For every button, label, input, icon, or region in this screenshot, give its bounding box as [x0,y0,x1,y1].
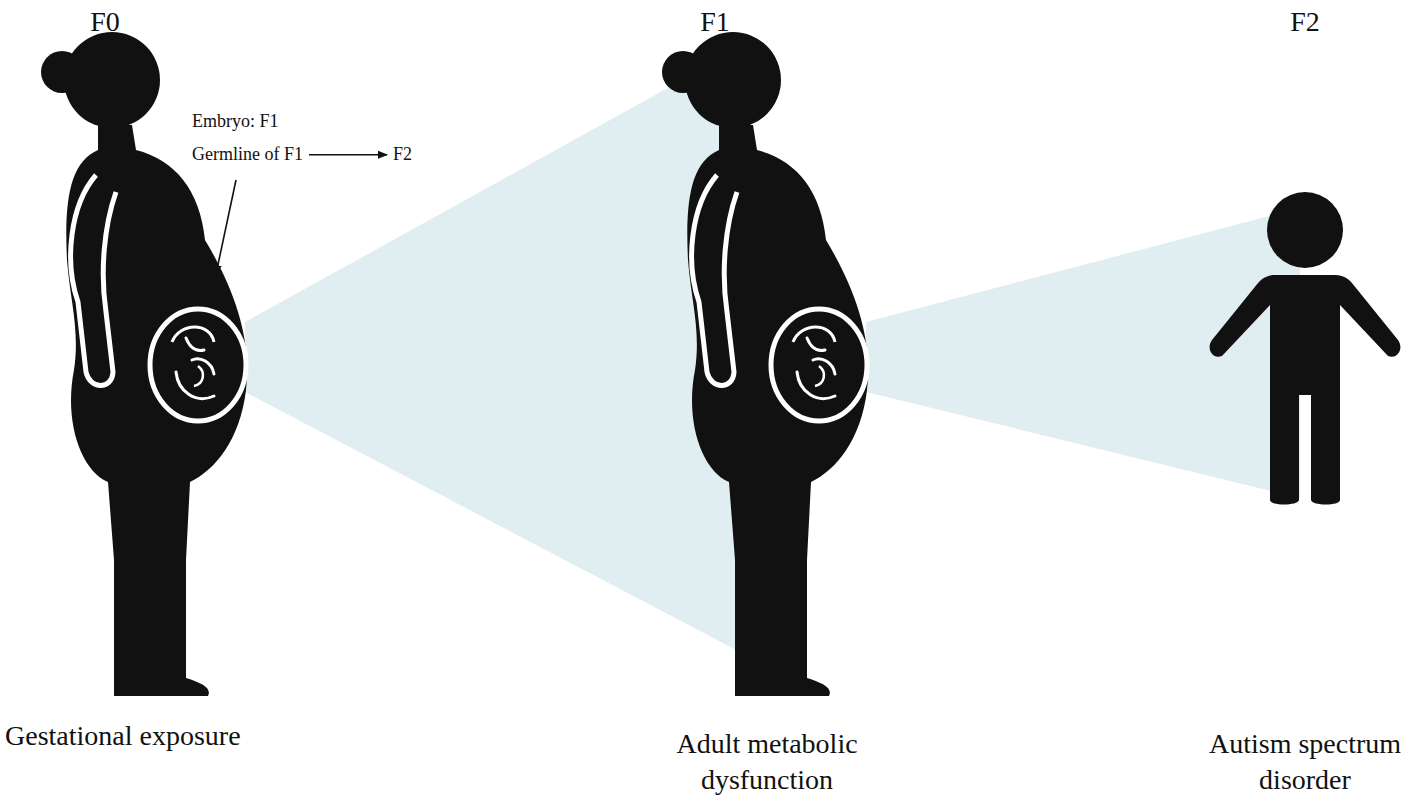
caption: Adult metabolic dysfunction [652,726,882,799]
projection-cone [245,48,740,652]
child-figure [1210,192,1401,505]
annotation: F2 [393,143,412,166]
generation-label: F2 [1245,4,1365,40]
projection-cone [866,208,1300,498]
generation-label: F1 [655,4,775,40]
pregnant-woman [41,32,247,696]
arrow [309,154,387,156]
pregnant-woman [662,32,868,696]
leader-arrow [216,180,236,274]
caption: Autism spectrum disorder [1195,726,1415,799]
caption: Gestational exposure [5,718,241,754]
annotation: Germline of F1 [192,143,303,166]
generation-label: F0 [45,4,165,40]
annotation: Embryo: F1 [192,110,279,133]
